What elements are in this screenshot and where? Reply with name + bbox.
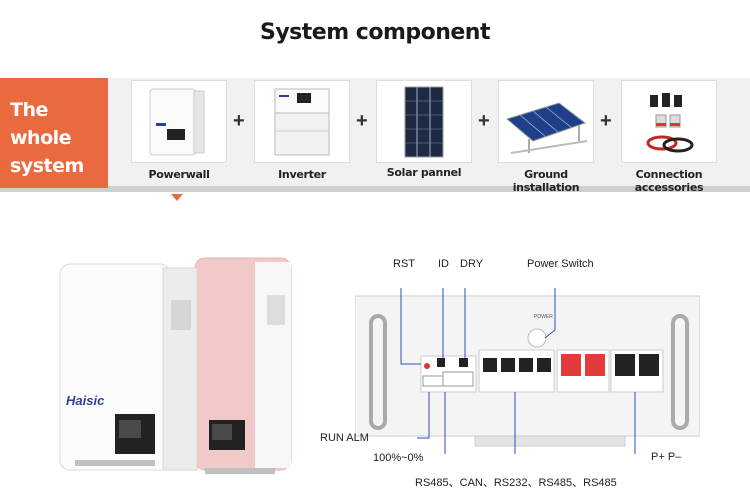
component-label: Solar pannel (386, 166, 462, 179)
ground-mount-icon (505, 102, 588, 154)
component-card-ground-installation[interactable] (498, 80, 594, 163)
annotation-power-switch: Power Switch (527, 258, 594, 270)
inverter-icon (274, 88, 330, 156)
annotation-terminals: P+ P– (651, 451, 682, 463)
component-card-connection-accessories[interactable] (621, 80, 717, 163)
brand-logo: Haisic (66, 393, 105, 408)
powerwall-units-illustration (59, 257, 292, 474)
annotation-dry: DRY (460, 258, 484, 270)
component-card-inverter[interactable] (254, 80, 350, 163)
battery-panel-diagram (355, 288, 700, 454)
component-label: Powerwall (148, 168, 210, 181)
band-divider (0, 186, 750, 192)
power-label: POWER (534, 314, 553, 320)
annotation-id: ID (438, 258, 449, 270)
annotation-comm-ports: RS485、CAN、RS232、RS485、RS485 (415, 477, 617, 489)
annotation-soc: 100%~0% (373, 452, 424, 464)
solar-panel-icon (404, 86, 444, 158)
plus-sign: + (356, 110, 368, 132)
component-label: Inverter (278, 168, 326, 181)
powerwall-icon (149, 88, 205, 156)
annotation-rst: RST (393, 258, 415, 270)
component-card-powerwall[interactable] (131, 80, 227, 163)
component-card-solar-panel[interactable] (376, 80, 472, 163)
whole-system-banner (0, 78, 108, 188)
page-title: System component (259, 20, 491, 45)
plus-sign: + (478, 110, 490, 132)
component-label: Ground installation (512, 168, 580, 194)
plus-sign: + (233, 110, 245, 132)
plus-sign: + (600, 110, 612, 132)
whole-system-label: The whole system (10, 99, 84, 177)
selected-indicator (171, 194, 183, 201)
connectors-icon (646, 93, 694, 153)
annotation-run-alm: RUN ALM (320, 432, 369, 444)
component-label: Connection accessories (634, 168, 704, 194)
